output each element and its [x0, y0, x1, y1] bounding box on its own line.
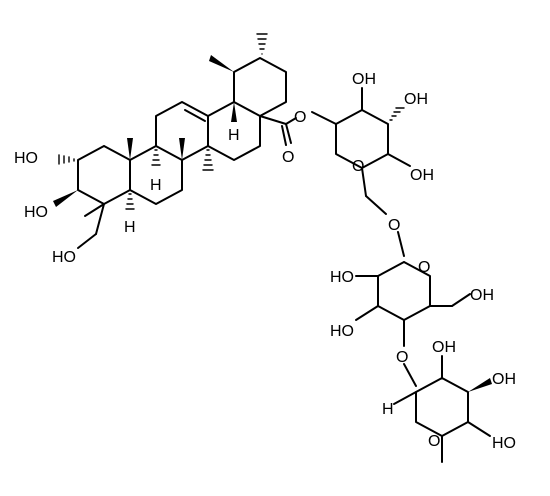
label-oh-c23: HO [52, 249, 76, 266]
label-glc2-oh3: HO [330, 323, 354, 340]
label-glc1-oh2: OH [352, 71, 376, 88]
label-carbonyl-o: O [282, 149, 294, 166]
label-oh-c2: HO [14, 150, 38, 167]
label-glc2-ring-o: O [418, 259, 430, 276]
label-h-c9: H [150, 177, 162, 194]
label-h-c5: H [124, 219, 136, 236]
label-rha-oh3: OH [492, 371, 516, 388]
label-glc2-oh6: OH [470, 287, 494, 304]
label-ester-o: O [294, 109, 306, 126]
atom-labels: HO HO HO H H H O O O OH OH OH O O HO HO … [14, 71, 516, 452]
label-glc1-oh3: OH [404, 91, 428, 108]
label-glc1-oh4: OH [410, 167, 434, 184]
label-h-c18: H [228, 127, 240, 144]
label-rha-oh2: OH [432, 339, 456, 356]
label-rha-ring-o: O [428, 433, 440, 450]
aglycone-stereo [53, 33, 268, 210]
label-glc2-oh2: HO [330, 269, 354, 286]
label-oh-c3: HO [24, 204, 48, 221]
label-glc1-o6: O [388, 217, 400, 234]
label-glc1-ring-o: O [352, 158, 364, 175]
glucose-1-bonds [335, 87, 411, 257]
aglycone-bonds [77, 57, 337, 249]
label-rha-h1: H [382, 401, 394, 418]
label-rha-oh4: HO [492, 435, 516, 452]
label-glc2-o4: O [396, 349, 408, 366]
glucose-2-bonds [355, 261, 471, 387]
rhamnose-bonds [393, 355, 492, 463]
